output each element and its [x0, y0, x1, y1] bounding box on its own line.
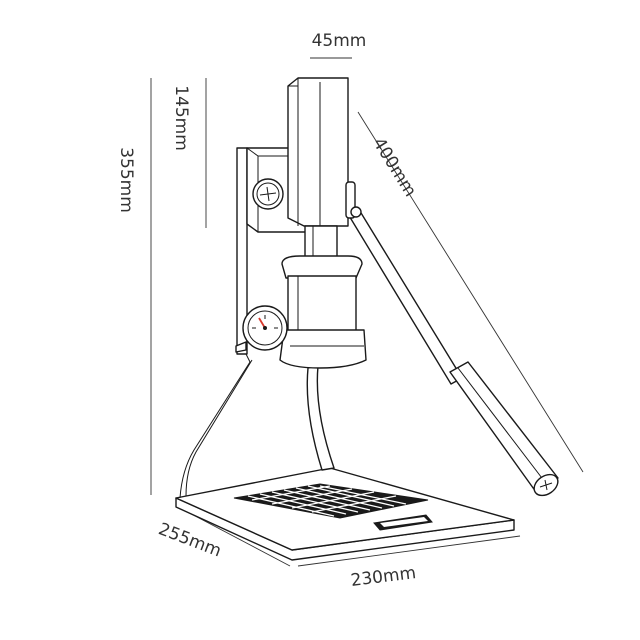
pressure-gauge-icon	[235, 305, 288, 353]
dim-lever-length-label: 400mm	[368, 134, 420, 200]
lever-handle-grip	[449, 361, 559, 497]
dim-height-total-label: 355mm	[116, 147, 136, 213]
machine-base	[175, 467, 515, 561]
name-plate	[373, 514, 433, 531]
drip-tray-grill	[233, 483, 429, 519]
lever-arm	[347, 207, 559, 497]
dim-height-group-label: 145mm	[171, 85, 191, 151]
airplane-logo-badge	[252, 178, 284, 210]
piston-column	[287, 77, 362, 259]
dim-width-top-label: 45mm	[312, 31, 367, 51]
brew-group	[279, 255, 367, 369]
machine-frame	[179, 147, 335, 499]
airplane-logo-icon	[539, 479, 553, 491]
dim-width-base-label: 230mm	[350, 563, 418, 591]
airplane-logo-icon	[259, 186, 277, 202]
